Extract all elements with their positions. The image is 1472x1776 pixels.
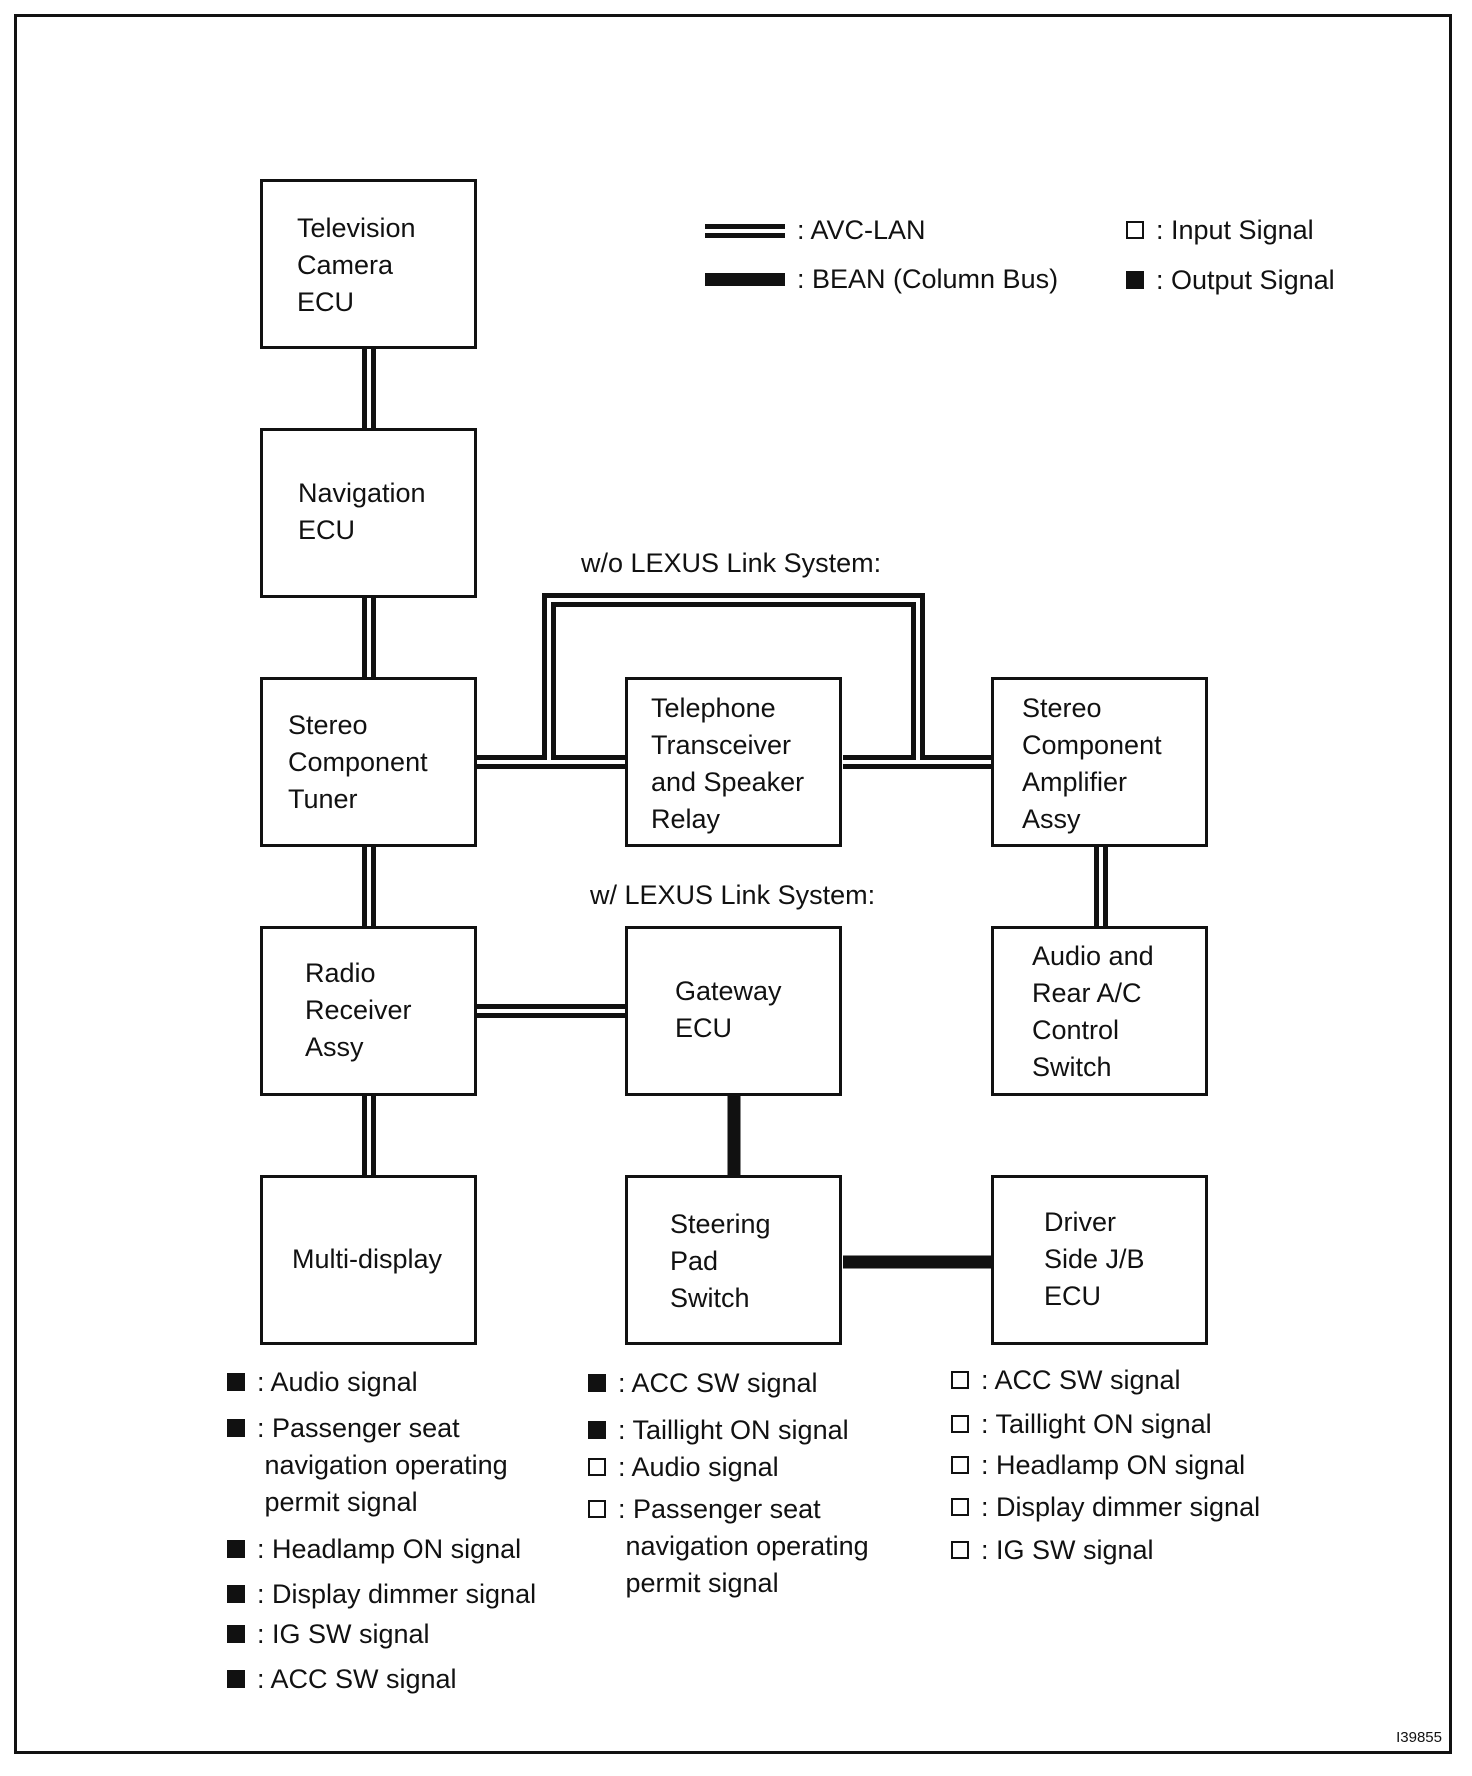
open-square-icon	[951, 1456, 969, 1474]
driver-jb-signals: : ACC SW signal : Taillight ON signal : …	[951, 1362, 1281, 1572]
filled-square-icon	[227, 1670, 245, 1688]
steering-pad-switch-label: Steering Pad Switch	[670, 1209, 771, 1313]
open-square-icon	[588, 1458, 606, 1476]
input-signal-legend-label: : Input Signal	[1156, 215, 1314, 245]
driver-side-jb-ecu-label: Driver Side J/B ECU	[1044, 1207, 1145, 1311]
audio-rear-ac-switch-label: Audio and Rear A/C Control Switch	[1032, 941, 1154, 1082]
output-signal-legend-label: : Output Signal	[1156, 265, 1335, 295]
avc-lan-legend-item: : AVC-LAN	[705, 212, 1105, 249]
open-square-icon	[951, 1541, 969, 1559]
radio-receiver-box: Radio Receiver Assy	[260, 926, 477, 1096]
open-square-icon	[951, 1498, 969, 1516]
gateway-ecu-label: Gateway ECU	[675, 976, 782, 1043]
filled-square-icon	[227, 1540, 245, 1558]
filled-square-icon	[588, 1421, 606, 1439]
stereo-component-tuner-box: Stereo Component Tuner	[260, 677, 477, 847]
bean-lines	[727, 1096, 991, 1269]
filled-square-icon	[227, 1419, 245, 1437]
filled-square-icon	[1126, 271, 1144, 289]
without-lexus-link-label: w/o LEXUS Link System:	[581, 548, 882, 578]
bean-legend-item: : BEAN (Column Bus)	[705, 261, 1105, 298]
open-square-icon	[951, 1371, 969, 1389]
television-camera-ecu-box: Television Camera ECU	[260, 179, 477, 349]
line-legend: : AVC-LAN : BEAN (Column Bus)	[705, 212, 1105, 312]
input-signal-legend-item: : Input Signal	[1126, 212, 1426, 249]
filled-square-icon	[588, 1374, 606, 1392]
driver-side-jb-ecu-box: Driver Side J/B ECU	[991, 1175, 1208, 1345]
television-camera-ecu-label: Television Camera ECU	[297, 213, 416, 317]
open-square-icon	[588, 1500, 606, 1518]
avc-lan-legend-label: : AVC-LAN	[797, 215, 926, 245]
open-square-icon	[951, 1415, 969, 1433]
bean-legend-label: : BEAN (Column Bus)	[797, 264, 1059, 294]
navigation-ecu-box: Navigation ECU	[260, 428, 477, 598]
figure-id: I39855	[1396, 1729, 1442, 1746]
audio-rear-ac-switch-box: Audio and Rear A/C Control Switch	[991, 926, 1208, 1096]
avc-lan-lines	[362, 349, 1108, 1175]
signal-legend: : Input Signal : Output Signal	[1126, 212, 1426, 312]
navigation-ecu-label: Navigation ECU	[298, 478, 426, 545]
filled-square-icon	[227, 1585, 245, 1603]
stereo-component-amplifier-label: Stereo Component Amplifier Assy	[1022, 693, 1162, 834]
multi-display-signals: : Audio signal : Passenger seat navigati…	[227, 1364, 557, 1704]
multi-display-box: Multi-display	[260, 1175, 477, 1345]
stereo-component-amplifier-box: Stereo Component Amplifier Assy	[991, 677, 1208, 847]
multi-display-label: Multi-display	[292, 1244, 443, 1274]
filled-square-icon	[227, 1625, 245, 1643]
with-lexus-link-label: w/ LEXUS Link System:	[590, 880, 876, 910]
radio-receiver-label: Radio Receiver Assy	[305, 958, 412, 1062]
bean-swatch	[705, 273, 785, 286]
gateway-ecu-box: Gateway ECU	[625, 926, 842, 1096]
telephone-transceiver-label: Telephone Transceiver and Speaker Relay	[651, 693, 805, 834]
output-signal-legend-item: : Output Signal	[1126, 262, 1426, 299]
steering-pad-signals: : ACC SW signal : Taillight ON signal : …	[588, 1365, 908, 1605]
filled-square-icon	[227, 1373, 245, 1391]
telephone-transceiver-box: Telephone Transceiver and Speaker Relay	[625, 677, 842, 847]
steering-pad-switch-box: Steering Pad Switch	[625, 1175, 842, 1345]
open-square-icon	[1126, 221, 1144, 239]
stereo-component-tuner-label: Stereo Component Tuner	[288, 710, 428, 814]
diagram-frame	[14, 14, 1452, 1754]
